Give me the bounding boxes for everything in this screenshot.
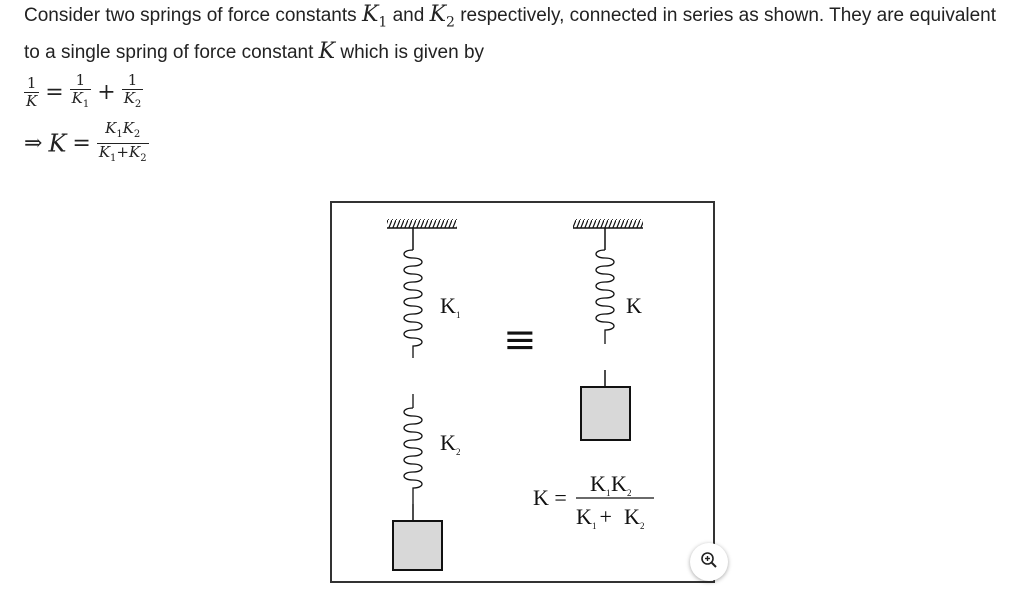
- equivalence-symbol: ≡: [503, 317, 537, 363]
- plus-sign: +: [97, 80, 116, 105]
- fraction-1-over-k1: 1 K1: [69, 72, 92, 113]
- fraction-1-over-k: 1 K: [24, 74, 40, 110]
- fraction-1-over-k2: 1 K2: [121, 72, 144, 113]
- text-part: which is given by: [335, 42, 485, 64]
- symbol-k2: K2: [429, 2, 455, 31]
- equals-sign: =: [72, 131, 91, 156]
- left-ceiling-support: [387, 219, 457, 229]
- zoom-button[interactable]: [690, 543, 728, 581]
- spring-k1: [403, 249, 423, 358]
- right-ceiling-support: [573, 219, 643, 229]
- formula-numerator: K 1 K 2: [590, 471, 632, 498]
- text-part: and: [387, 5, 430, 26]
- equation-reciprocal: 1 K = 1 K1 + 1 K2: [24, 72, 144, 113]
- fraction-product-over-sum: K1K2 K1+K2: [96, 120, 149, 167]
- formula-denominator: K 1 + K 2: [576, 504, 645, 531]
- right-mass-block: [580, 386, 631, 441]
- label-k2: K: [440, 430, 456, 455]
- spring-k2: [403, 407, 423, 504]
- svg-text:2: 2: [627, 488, 632, 498]
- svg-text:K: K: [611, 471, 627, 496]
- svg-text:1: 1: [592, 521, 597, 531]
- label-k1: K: [440, 293, 456, 318]
- equation-result: ⇒K= K1K2 K1+K2: [24, 120, 149, 167]
- formula-lhs: K =: [533, 485, 567, 510]
- zoom-in-icon: [700, 551, 718, 574]
- svg-text:1: 1: [606, 488, 611, 498]
- svg-text:K: K: [624, 504, 640, 529]
- figure-frame: [330, 201, 715, 583]
- symbol-k: K: [48, 129, 67, 158]
- implies-arrow: ⇒: [24, 131, 43, 156]
- symbol-k: K: [318, 39, 336, 65]
- spring-k: [595, 249, 615, 344]
- equals-sign: =: [45, 80, 64, 105]
- left-mass-block: [392, 520, 443, 571]
- symbol-k1: K1: [361, 2, 388, 31]
- label-k1-sub: 1: [456, 310, 461, 320]
- svg-text:2: 2: [640, 521, 645, 531]
- problem-text: Consider two springs of force constants …: [24, 0, 1014, 68]
- label-k: K: [626, 293, 642, 318]
- svg-text:K: K: [576, 504, 592, 529]
- svg-text:+: +: [594, 504, 617, 529]
- svg-text:K: K: [590, 471, 606, 496]
- text-part: Consider two springs of force constants: [24, 5, 362, 26]
- label-k2-sub: 2: [456, 447, 461, 457]
- text-part: respectively, connected in series as sho…: [24, 5, 997, 64]
